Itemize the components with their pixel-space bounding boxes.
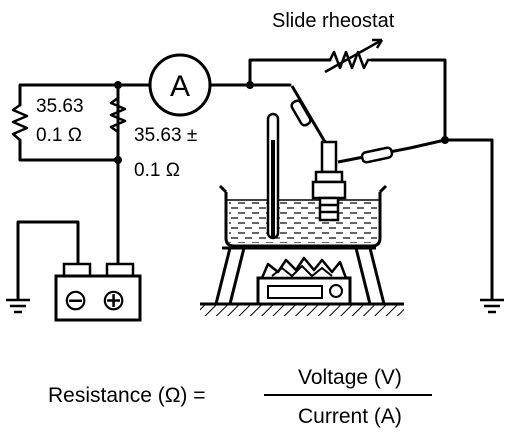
slide-rheostat-label: Slide rheostat [272,10,395,32]
battery [54,262,142,322]
circuit-wires [16,58,494,300]
ground-symbol-right [480,298,504,314]
heater-stand [214,246,386,305]
ammeter-symbol: A [170,70,190,103]
resistor-right [109,96,127,134]
probe-left [290,85,327,143]
probe-right [337,146,411,164]
resistor-left-value-line1: 35.63 [36,96,84,117]
resistor-left [11,103,29,141]
resistor-right-value-line1: 35.63 ± [134,125,197,146]
burner [256,256,352,306]
thermometer [266,112,280,240]
formula-numerator: Voltage (V) [298,366,402,389]
resistor-right-value-line2: 0.1 Ω [134,160,180,181]
ground-symbol-left [6,298,30,314]
slide-rheostat [324,38,384,74]
ammeter: A [148,53,212,117]
formula-denominator: Current (A) [298,405,402,428]
resistance-formula: Resistance (Ω) = Voltage (V) Current (A) [48,366,432,428]
water-vessel [218,184,388,248]
junction-dots [114,81,449,164]
sensor-under-test [311,140,347,222]
battery-negative-terminal: ⊖ [63,284,88,317]
bench-floor [200,302,404,316]
resistor-left-value-line2: 0.1 Ω [36,125,82,146]
battery-positive-terminal: ⊕ [101,284,126,317]
formula-lhs: Resistance (Ω) = [48,384,206,407]
